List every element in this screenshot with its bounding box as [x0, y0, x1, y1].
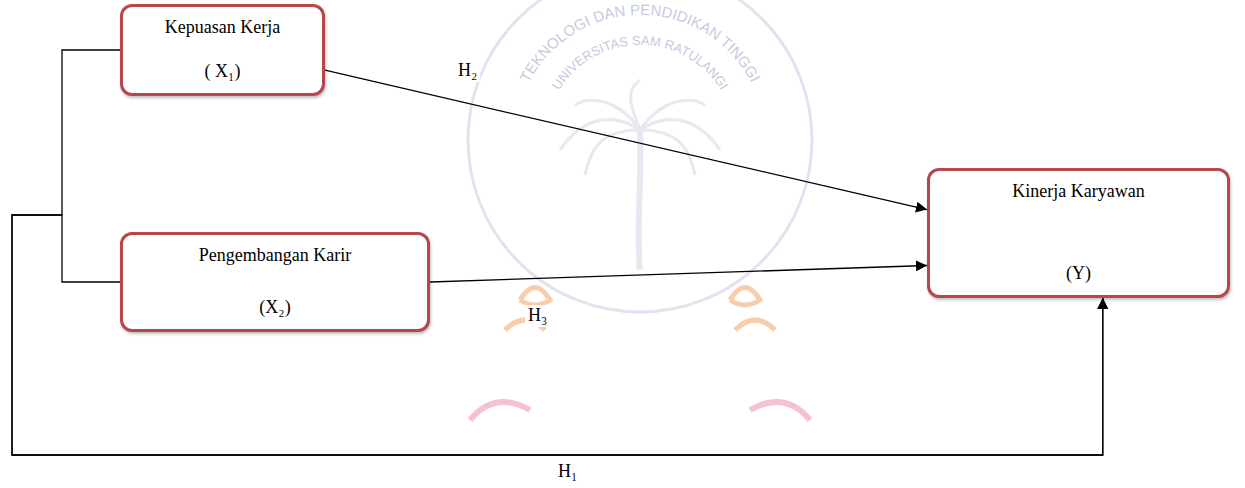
variable-box: Kepuasan Kerja ( X₁) — [120, 4, 325, 96]
variable-name: Kepuasan Kerja — [165, 17, 280, 39]
hypothesis-label: H₂ — [455, 60, 480, 82]
variable-box: Pengembangan Karir (X₂) — [120, 232, 430, 332]
hypothesis-label: H₁ — [555, 461, 580, 483]
connector-arrow — [430, 266, 927, 283]
connector-arrow — [325, 70, 927, 209]
variable-symbol: (X₂) — [259, 297, 290, 319]
variable-name: Pengembangan Karir — [199, 245, 351, 267]
watermark-text: UNIVERSITAS SAM RATULANGI — [549, 33, 732, 93]
variable-box: Kinerja Karyawan (Y) — [927, 168, 1230, 298]
variable-symbol: (Y) — [1066, 263, 1091, 285]
hypothesis-label: H₃ — [525, 305, 550, 327]
university-logo — [468, 0, 812, 420]
variable-name: Kinerja Karyawan — [1012, 181, 1144, 203]
watermark-text-path: UNIVERSITAS SAM RATULANGI — [549, 33, 732, 93]
variable-symbol: ( X₁) — [205, 61, 241, 83]
